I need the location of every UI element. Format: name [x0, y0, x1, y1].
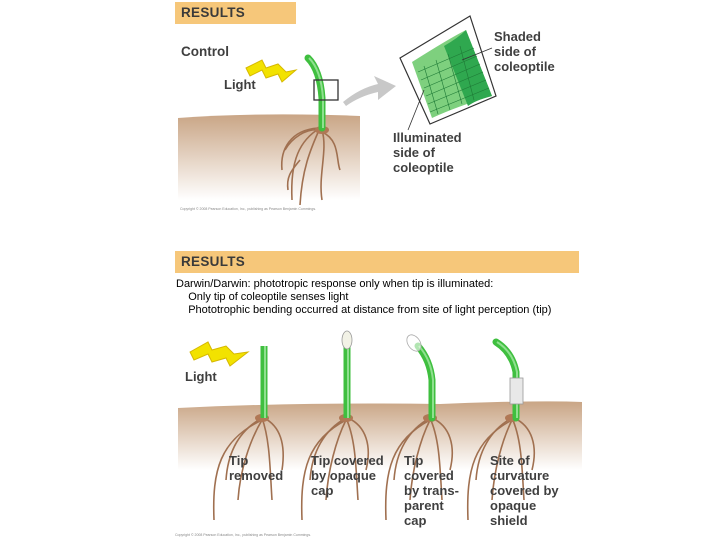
lightning-bolt-icon — [245, 59, 298, 83]
shaded-line-2: side of — [494, 44, 536, 59]
plant-2-line-2: by opaque — [311, 468, 377, 483]
light-label-top: Light — [224, 77, 256, 92]
plant-label-3: Tip covered by trans- parent cap — [404, 453, 459, 528]
plant-1-line-2: removed — [229, 468, 284, 483]
darwin-notes: Darwin/Darwin: phototropic response only… — [176, 278, 551, 317]
plant-4-line-3: covered by — [490, 483, 559, 498]
plant-label-1: Tip removed — [229, 453, 283, 483]
plant-3-line-4: parent — [404, 498, 444, 513]
plant-2-line-1: Tip covered — [311, 453, 384, 468]
light-label-bottom: Light — [185, 369, 217, 384]
copyright-bottom: Copyright © 2008 Pearson Education, Inc.… — [175, 533, 312, 537]
plant-2-line-3: cap — [311, 483, 334, 498]
illuminated-line-1: Illuminated — [393, 130, 462, 145]
shaded-side-label: Shaded side of coleoptile — [494, 29, 555, 74]
results-header-bottom: RESULTS — [175, 251, 579, 273]
plant-4-line-5: shield — [490, 513, 528, 528]
opaque-cap — [341, 330, 353, 350]
copyright-top: Copyright © 2008 Pearson Education, Inc.… — [180, 207, 317, 211]
plant-4-line-1: Site of — [490, 453, 530, 468]
shaded-line-1: Shaded — [494, 29, 541, 44]
illuminated-line-3: coleoptile — [393, 160, 454, 175]
plant-4-line-2: curvature — [490, 468, 550, 483]
plant-3-line-2: covered — [404, 468, 454, 483]
plant-1-line-1: Tip — [229, 453, 249, 468]
zoom-arrow — [343, 76, 396, 106]
note-line-2: Only tip of coleoptile senses light — [176, 291, 349, 303]
control-label: Control — [181, 44, 229, 59]
note-line-1: Darwin/Darwin: phototropic response only… — [176, 278, 494, 290]
zoom-square — [313, 79, 339, 101]
plant-label-2: Tip covered by opaque cap — [311, 453, 384, 498]
opaque-shield — [509, 377, 524, 405]
plant-4-line-4: opaque — [490, 498, 537, 513]
plant-label-4: Site of curvature covered by opaque shie… — [490, 453, 559, 528]
illuminated-line-2: side of — [393, 145, 435, 160]
note-line-3: Phototrophic bending occurred at distanc… — [176, 304, 552, 316]
roots-bottom — [212, 417, 536, 521]
plant-3-line-1: Tip — [404, 453, 424, 468]
transparent-cap — [406, 334, 422, 352]
results-header-top: RESULTS — [175, 2, 296, 24]
illuminated-side-label: Illuminated side of coleoptile — [393, 130, 462, 175]
zoomed-cells — [412, 30, 492, 118]
soil-top — [178, 114, 360, 200]
lightning-bolt-icon — [189, 341, 250, 367]
plant-3-line-5: cap — [404, 513, 427, 528]
shaded-line-3: coleoptile — [494, 59, 555, 74]
plant-3-line-3: by trans- — [404, 483, 459, 498]
roots-top — [280, 127, 341, 206]
